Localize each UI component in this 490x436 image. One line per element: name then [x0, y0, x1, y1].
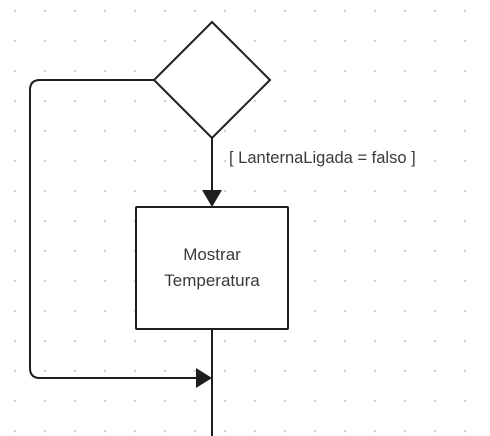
decision-node[interactable] — [152, 20, 272, 140]
action-label-line1: Mostrar — [183, 245, 241, 264]
else-loop-edge — [29, 79, 196, 379]
else-loop-arrowhead — [196, 368, 212, 388]
guard-edge-arrowhead — [202, 190, 222, 207]
action-label-line2: Temperatura — [164, 271, 260, 290]
action-node-mostrar-temperatura[interactable]: Mostrar Temperatura — [135, 206, 289, 330]
guard-condition-label: [ LanternaLigada = falso ] — [229, 147, 416, 169]
